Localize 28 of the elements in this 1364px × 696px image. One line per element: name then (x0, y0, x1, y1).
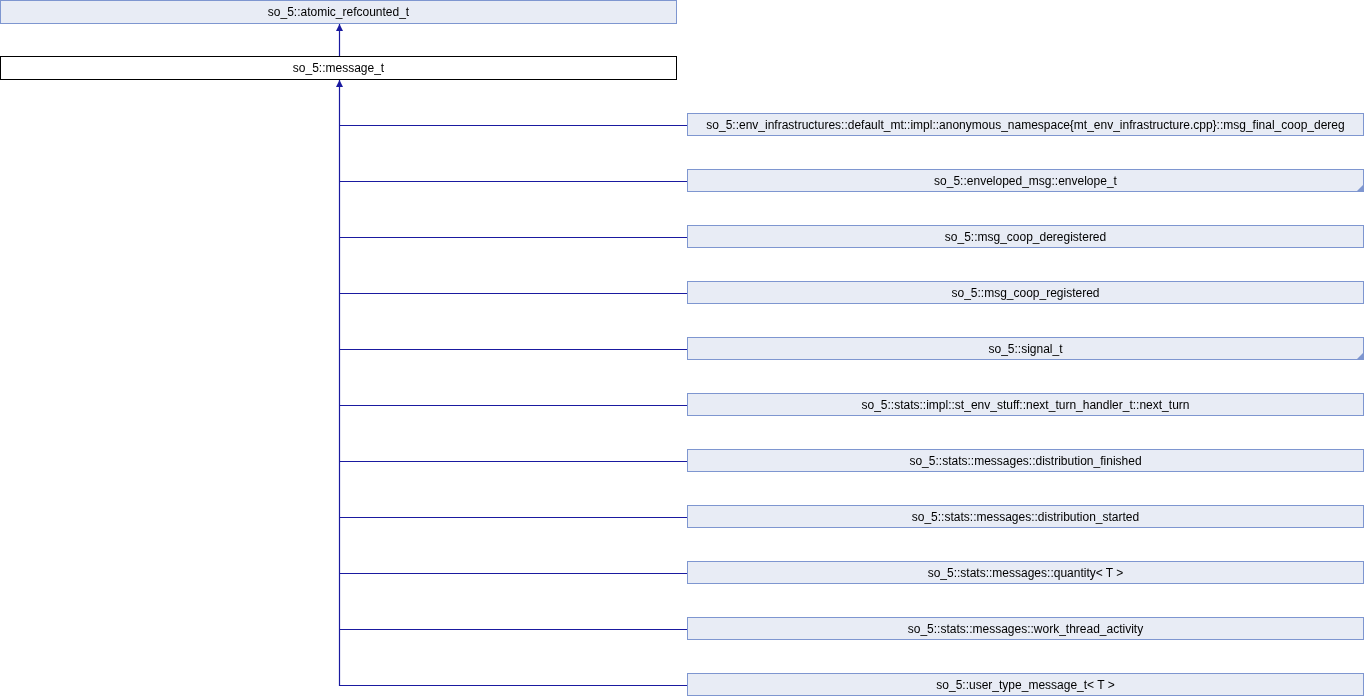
class-name: so_5::user_type_message_t< T > (936, 677, 1115, 692)
class-name: so_5::stats::messages::quantity< T > (927, 565, 1124, 580)
class-name: so_5::signal_t (988, 341, 1063, 356)
class-box (687, 449, 1364, 472)
class-name: so_5::stats::messages::distribution_started (911, 509, 1140, 524)
inheritance-arrow (336, 79, 343, 687)
class-name: so_5::msg_coop_deregistered (944, 229, 1107, 244)
focus-class-box (0, 56, 677, 80)
inheritance-arrow (336, 23, 343, 57)
class-box (687, 561, 1364, 584)
class-name: so_5::stats::impl::st_env_stuff::next_turn_handler_t::next_turn (861, 397, 1190, 412)
class-name: so_5::message_t (292, 61, 385, 75)
class-name: so_5::stats::messages::work_thread_activity (907, 621, 1144, 636)
class-box (687, 393, 1364, 416)
class-box (687, 505, 1364, 528)
class-name: so_5::enveloped_msg::envelope_t (934, 173, 1117, 188)
class-name: so_5::atomic_refcounted_t (267, 5, 410, 19)
class-box (687, 673, 1364, 696)
class-box (687, 225, 1364, 248)
class-name: so_5::stats::messages::distribution_finished (909, 453, 1142, 468)
class-box (0, 0, 677, 24)
class-box (687, 617, 1364, 640)
class-name: so_5::env_infrastructures::default_mt::impl::anonymous_namespace{mt_env_infrastructure.cpp}::msg_final_coop_dereg (706, 117, 1345, 132)
class-box (687, 281, 1364, 304)
class-box (687, 169, 1364, 192)
class-box (687, 113, 1364, 136)
class-box (687, 337, 1364, 360)
class-name: so_5::msg_coop_registered (951, 285, 1100, 300)
